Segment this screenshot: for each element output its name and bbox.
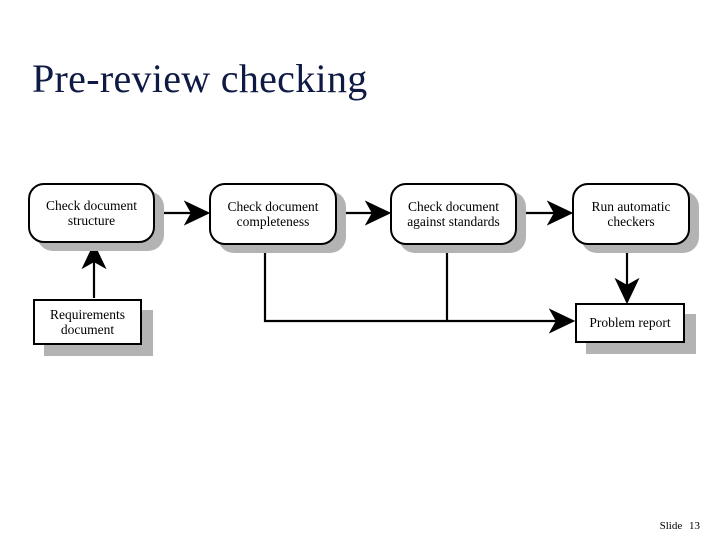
node-check-document-structure[interactable]: Check document structure (28, 183, 155, 243)
node-label: Check document structure (45, 197, 138, 229)
node-requirements-document[interactable]: Requirements document (33, 299, 142, 345)
slide-footer-label: Slide (659, 520, 683, 532)
node-label: Check document completeness (227, 198, 319, 230)
slide-footer: Slide 13 (660, 520, 700, 532)
node-run-automatic-checkers[interactable]: Run automatic checkers (572, 183, 690, 245)
node-check-document-against-standards[interactable]: Check document against standards (390, 183, 517, 245)
edge-completeness-to-problem-report (263, 246, 576, 334)
pre-review-checking-flowchart: Check document structure Check document … (28, 183, 699, 356)
slide-footer-number: 13 (689, 520, 700, 532)
node-label: Run automatic checkers (591, 198, 671, 230)
node-label: Check document against standards (407, 198, 500, 230)
node-check-document-completeness[interactable]: Check document completeness (209, 183, 337, 245)
node-label: Problem report (589, 315, 671, 331)
node-problem-report[interactable]: Problem report (575, 303, 685, 343)
page-title: Pre-review checking (32, 56, 368, 101)
node-label: Requirements document (50, 306, 125, 338)
flowchart-connectors (81, 200, 640, 334)
